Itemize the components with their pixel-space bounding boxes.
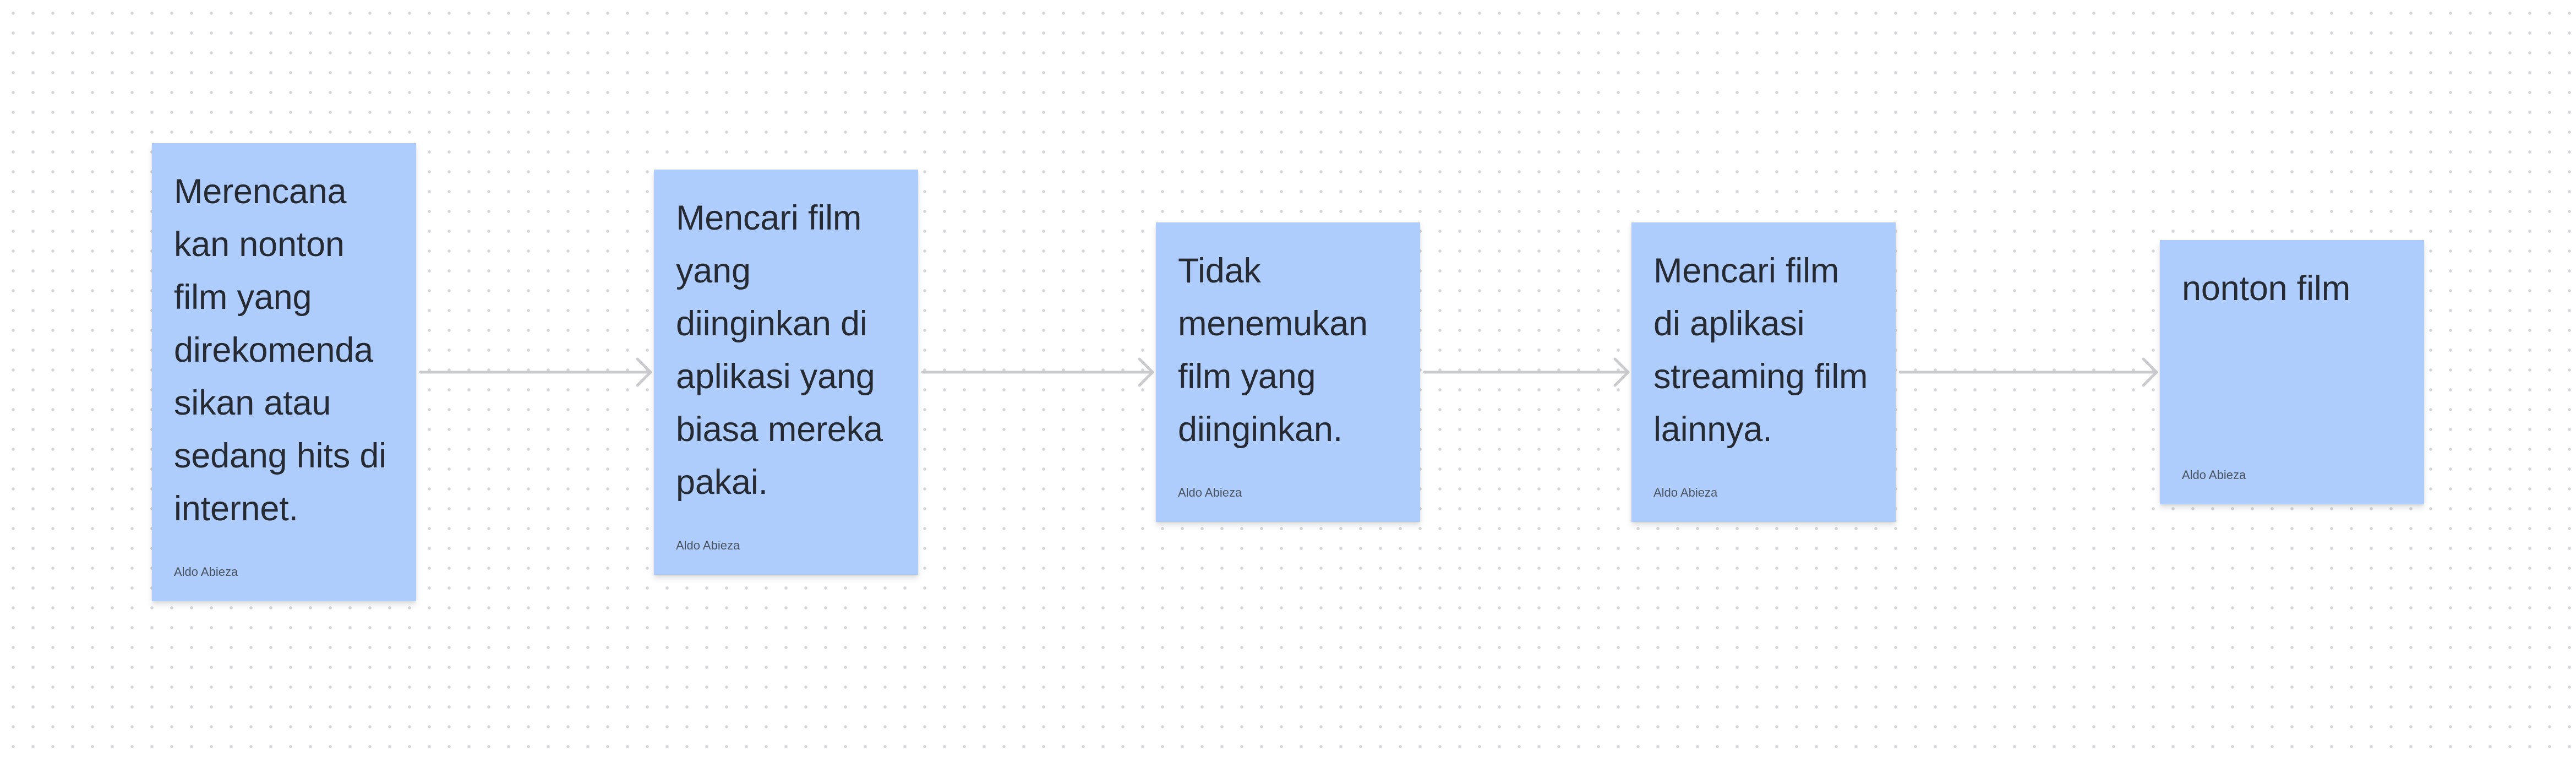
- connector-arrow-1[interactable]: [419, 357, 652, 387]
- sticky-note-text: Mencari film yang diinginkan di aplikasi…: [676, 199, 883, 502]
- arrowhead-icon: [1138, 357, 1154, 387]
- sticky-note-author: Aldo Abieza: [1653, 486, 1718, 499]
- sticky-note-4[interactable]: Mencari film di aplikasi streaming film …: [1631, 222, 1896, 522]
- connector-arrow-4[interactable]: [1898, 357, 2158, 387]
- sticky-note-author: Aldo Abieza: [2182, 468, 2246, 482]
- sticky-note-text: nonton film: [2182, 269, 2350, 308]
- arrowhead-icon: [1613, 357, 1630, 387]
- connector-arrow-3[interactable]: [1423, 357, 1630, 387]
- sticky-note-2[interactable]: Mencari film yang diinginkan di aplikasi…: [654, 170, 918, 575]
- sticky-note-5[interactable]: nonton film Aldo Abieza: [2160, 240, 2424, 504]
- sticky-note-text: Mencari film di aplikasi streaming film …: [1653, 252, 1868, 449]
- sticky-note-text: Tidak menemukan film yang diinginkan.: [1178, 252, 1368, 449]
- arrowhead-icon: [2142, 357, 2158, 387]
- arrowhead-icon: [636, 357, 652, 387]
- sticky-note-author: Aldo Abieza: [174, 565, 238, 579]
- sticky-note-author: Aldo Abieza: [676, 538, 740, 552]
- connector-arrow-2[interactable]: [921, 357, 1154, 387]
- sticky-note-author: Aldo Abieza: [1178, 486, 1242, 499]
- sticky-note-1[interactable]: Merencana kan nonton film yang direkomen…: [152, 143, 416, 601]
- sticky-note-3[interactable]: Tidak menemukan film yang diinginkan. Al…: [1156, 222, 1420, 522]
- sticky-note-text: Merencana kan nonton film yang direkomen…: [174, 172, 386, 528]
